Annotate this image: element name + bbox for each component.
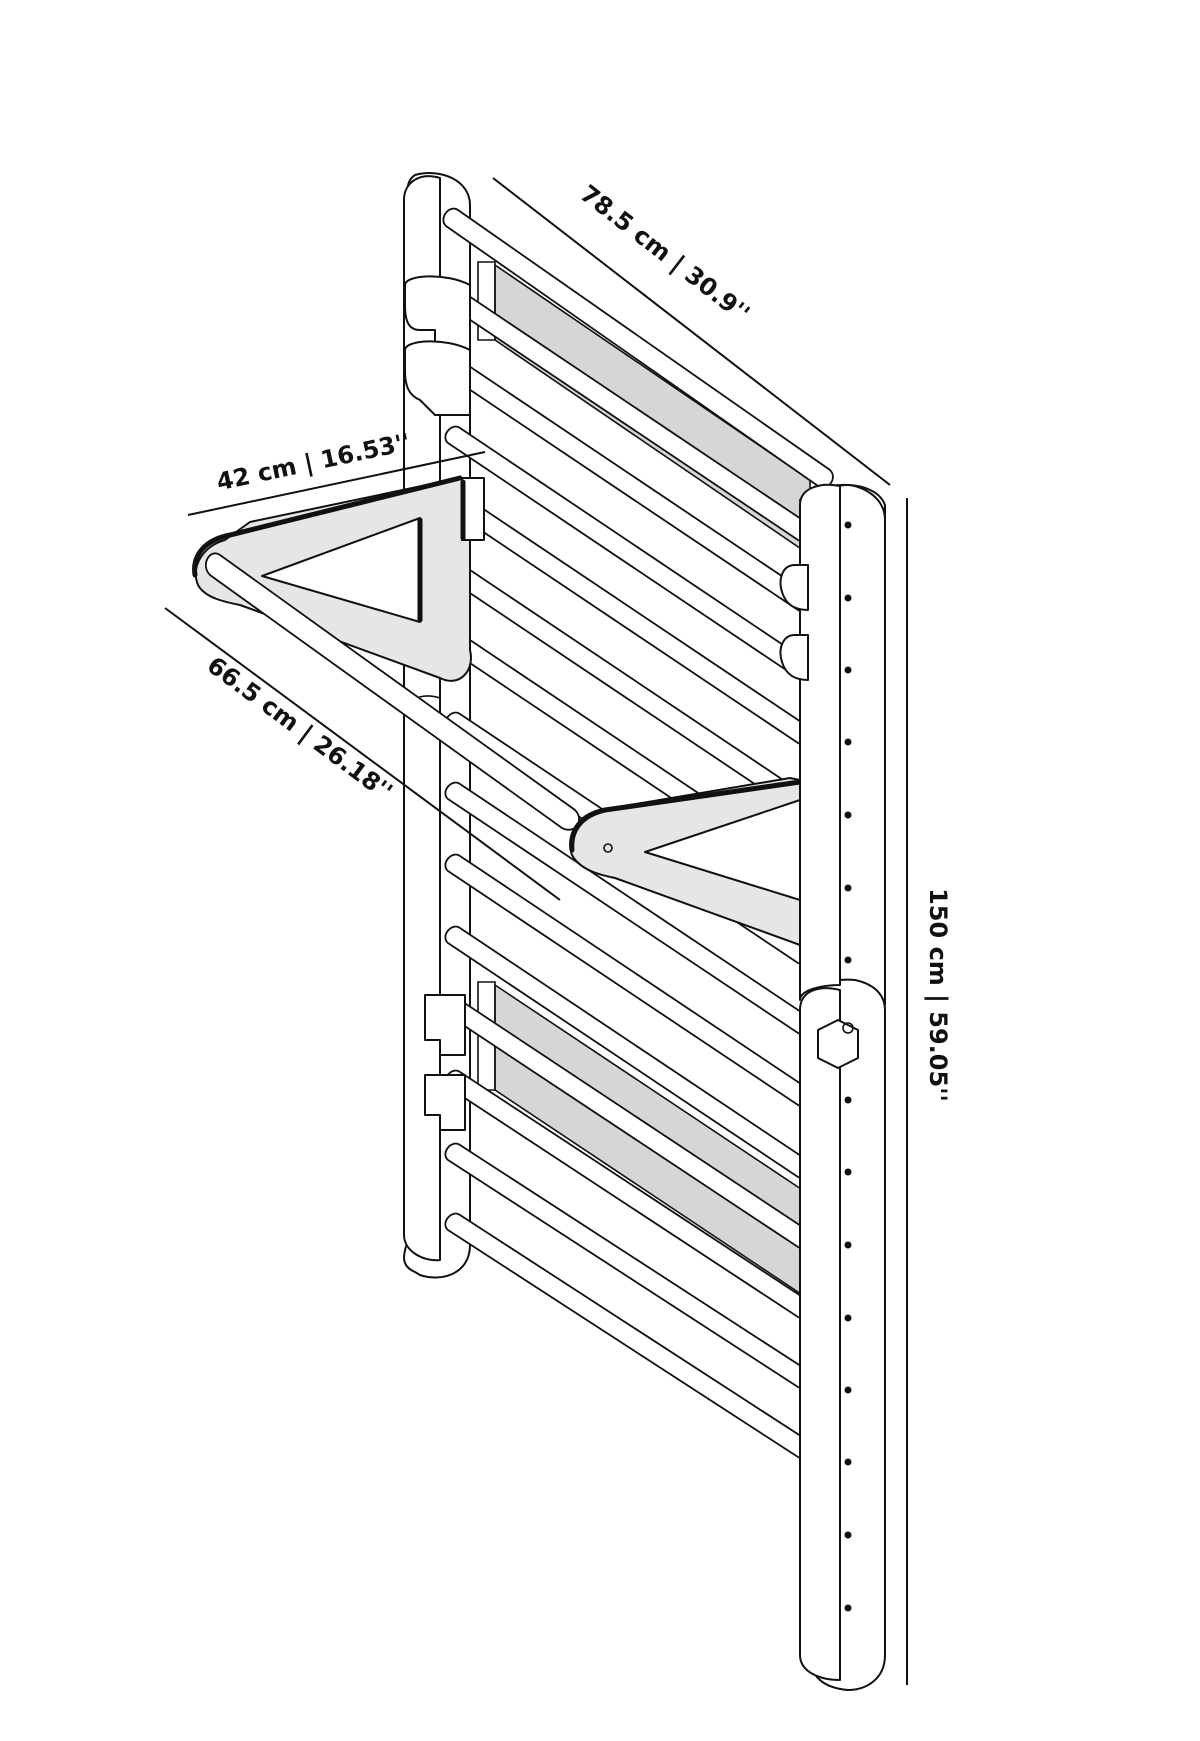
height-dimension-label: 150 cm | 59.05'' xyxy=(924,888,952,1102)
width-dimension-label: 42 cm | 16.53'' xyxy=(214,428,413,496)
width-dimension-line xyxy=(187,451,486,516)
front-bar xyxy=(205,552,580,831)
lower-bracket xyxy=(569,777,803,946)
hex-bolt-icon xyxy=(817,1019,859,1069)
rail-holes xyxy=(844,521,852,1612)
depth-dimension-line xyxy=(164,607,561,901)
right-rail xyxy=(799,483,886,1691)
upper-bracket xyxy=(192,475,485,682)
length-dimension-label: 78.5 cm | 30.9'' xyxy=(575,179,755,328)
left-hooks xyxy=(404,275,471,1131)
length-dimension-line xyxy=(492,177,891,486)
